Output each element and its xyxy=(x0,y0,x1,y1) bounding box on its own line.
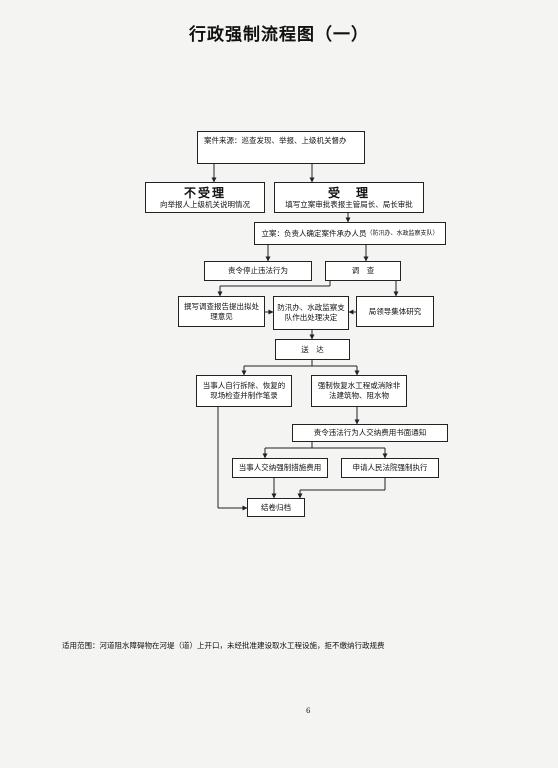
node-pay-notice: 责令违法行为人交纳费用书面通知 xyxy=(292,424,448,442)
node-deliver: 送 达 xyxy=(275,339,350,360)
decision-text: 防汛办、水政监察支队作出处理决定 xyxy=(277,303,345,322)
investigate-text: 调 查 xyxy=(351,266,375,275)
order-stop-text: 责令停止违法行为 xyxy=(228,266,288,275)
node-register: 立案：负责人确定案件承办人员 （防汛办、水政监察支队） xyxy=(254,222,446,245)
register-note: （防汛办、水政监察支队） xyxy=(366,229,439,237)
register-text: 立案：负责人确定案件承办人员 xyxy=(261,228,367,238)
node-collective: 局领导集体研究 xyxy=(356,296,434,327)
report-text: 撰写调查报告提出拟处理意见 xyxy=(184,301,259,321)
node-accepted: 受 理 填写立案审批表报主管局长、局长审批 xyxy=(274,182,424,213)
party-pay-text: 当事人交纳强制措施费用 xyxy=(238,463,322,472)
not-accepted-heading: 不受理 xyxy=(183,185,226,200)
self-remove-text: 当事人自行拆除、恢复的现场检查并制作笔录 xyxy=(202,381,286,400)
node-court: 申请人民法院强制执行 xyxy=(341,458,439,478)
node-not-accepted: 不受理 向举报人上级机关说明情况 xyxy=(145,182,265,213)
scope-footnote: 适用范围：河道阻水障碍物在河堤（道）上开口，未经批准建设取水工程设施，拒不缴纳行… xyxy=(62,641,385,650)
node-report: 撰写调查报告提出拟处理意见 xyxy=(178,296,265,327)
accepted-heading: 受 理 xyxy=(327,185,370,200)
deliver-text: 送 达 xyxy=(301,344,324,354)
node-investigate: 调 查 xyxy=(325,261,401,281)
page-title: 行政强制流程图（一） xyxy=(189,25,369,45)
collective-text: 局领导集体研究 xyxy=(368,306,422,316)
node-order-stop: 责令停止违法行为 xyxy=(204,261,312,281)
case-source-text: 案件来源：巡查发现、举报、上级机关督办 xyxy=(204,136,347,145)
node-archive: 结卷归档 xyxy=(247,498,305,517)
page-number: 6 xyxy=(306,707,311,715)
pay-notice-text: 责令违法行为人交纳费用书面通知 xyxy=(313,428,427,437)
accepted-text: 填写立案审批表报主管局长、局长审批 xyxy=(285,199,413,209)
node-enforce: 强制恢复水工程或消除非法建筑物、阻水物 xyxy=(311,375,407,407)
court-text: 申请人民法院强制执行 xyxy=(352,463,428,472)
node-self-remove: 当事人自行拆除、恢复的现场检查并制作笔录 xyxy=(196,375,292,407)
node-party-pay: 当事人交纳强制措施费用 xyxy=(232,458,328,478)
node-decision: 防汛办、水政监察支队作出处理决定 xyxy=(273,296,349,330)
archive-text: 结卷归档 xyxy=(261,502,291,512)
not-accepted-text: 向举报人上级机关说明情况 xyxy=(160,199,250,209)
node-case-source: 案件来源：巡查发现、举报、上级机关督办 xyxy=(197,131,365,164)
enforce-text: 强制恢复水工程或消除非法建筑物、阻水物 xyxy=(317,381,401,400)
